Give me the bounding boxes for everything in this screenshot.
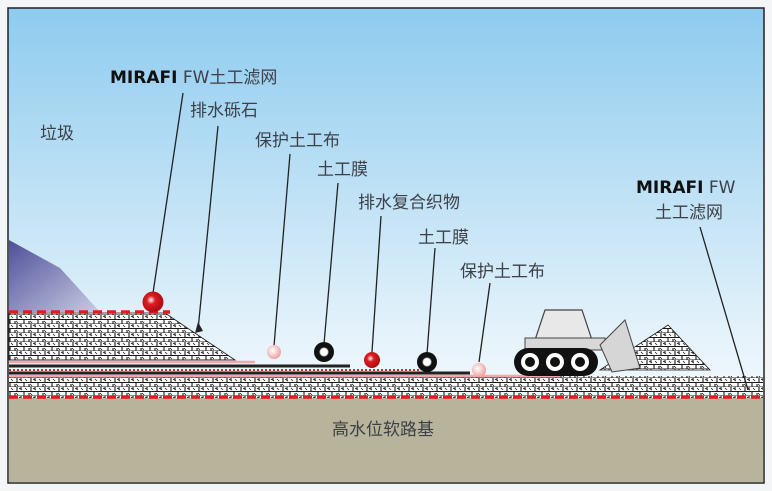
gravel-arrowhead <box>195 322 203 333</box>
label-subgrade: 高水位软路基 <box>332 420 434 440</box>
callout-dot-composite <box>364 352 380 368</box>
label-filter-top: MIRAFI FW土工滤网 <box>110 68 277 88</box>
bulldozer-icon <box>514 309 641 376</box>
landfill-hill <box>9 240 100 312</box>
label-geomembrane-2: 土工膜 <box>418 228 469 248</box>
base-gravel-layer <box>9 376 763 398</box>
label-protect-geotextile-2: 保护土工布 <box>460 262 545 282</box>
label-geomembrane-1: 土工膜 <box>317 160 368 180</box>
label-filter-right-text: 土工滤网 <box>655 203 723 223</box>
label-filter-top-brand: MIRAFI <box>110 68 178 88</box>
label-protect-geotextile-1: 保护土工布 <box>255 131 340 151</box>
label-filter-right-fw: FW <box>708 178 736 198</box>
callout-dot-membrane-2 <box>417 352 437 372</box>
gravel-ramp <box>610 376 760 398</box>
callout-dot-filter <box>142 291 164 313</box>
label-filter-right-brand: MIRAFI <box>636 178 704 198</box>
subgrade-ground <box>9 397 763 482</box>
callout-dot-protect-1 <box>267 345 281 359</box>
leader-lines <box>152 92 749 391</box>
callout-dot-membrane-1 <box>314 342 334 362</box>
callout-dot-protect-2 <box>472 363 486 377</box>
label-filter-top-text: FW土工滤网 <box>182 68 278 88</box>
label-filter-right: MIRAFI FW <box>636 178 735 198</box>
label-drain-composite: 排水复合织物 <box>358 193 460 213</box>
label-drain-gravel: 排水砾石 <box>190 101 258 121</box>
label-landfill: 垃圾 <box>40 124 74 144</box>
